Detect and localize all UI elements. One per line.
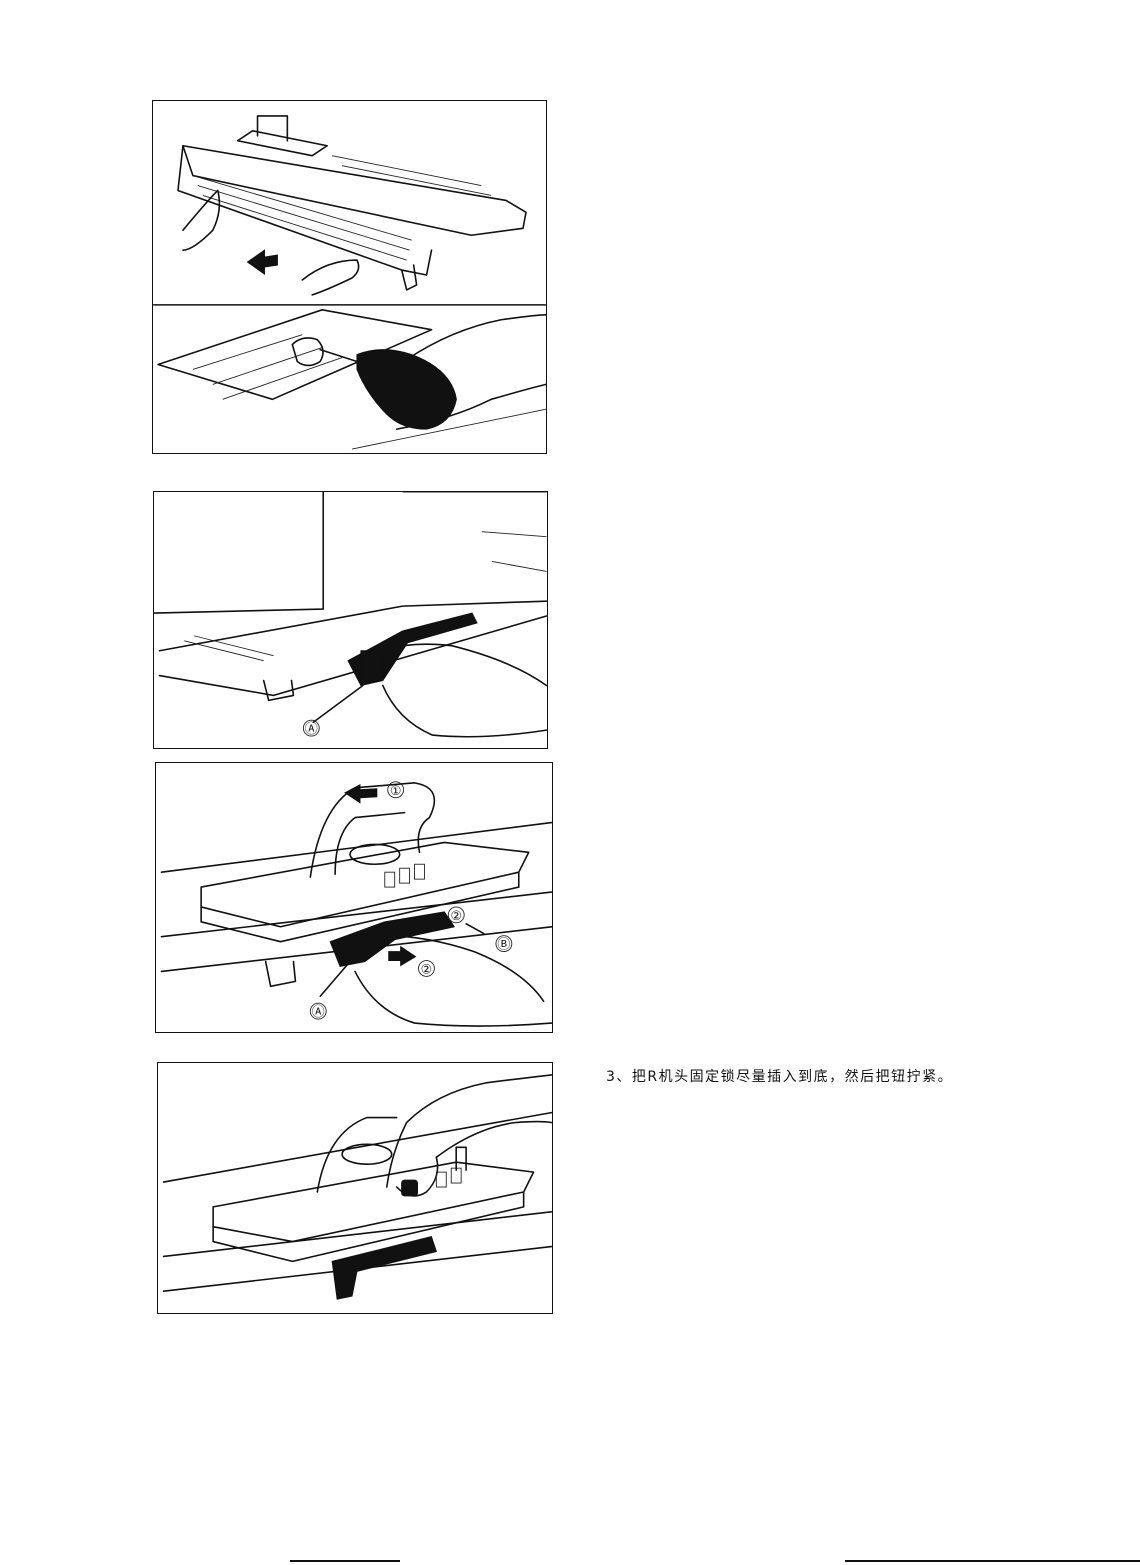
figure-4-illustration	[158, 1063, 552, 1313]
label-2-lower: ②	[421, 962, 433, 977]
label-a: Ⓐ	[305, 722, 318, 737]
label-a: Ⓐ	[312, 1005, 325, 1020]
footer-rule-right	[845, 1560, 1140, 1562]
step-3-text: 3、把R机头固定锁尽量插入到底，然后把钮拧紧。	[606, 1066, 953, 1086]
figure-4-tighten-knob	[157, 1062, 553, 1314]
figure-3-illustration: ① ② ② Ⓑ Ⓐ	[156, 763, 552, 1032]
figure-1-illustration	[153, 101, 546, 453]
figure-2-lock-a: Ⓐ	[153, 491, 548, 749]
figure-2-illustration: Ⓐ	[154, 492, 547, 748]
figure-1-carriage-removal	[152, 100, 547, 454]
label-1: ①	[390, 784, 402, 799]
label-2-upper: ②	[450, 909, 462, 924]
label-b: Ⓑ	[497, 938, 510, 953]
figure-3-install: ① ② ② Ⓑ Ⓐ	[155, 762, 553, 1033]
footer-rule-left	[290, 1560, 400, 1562]
